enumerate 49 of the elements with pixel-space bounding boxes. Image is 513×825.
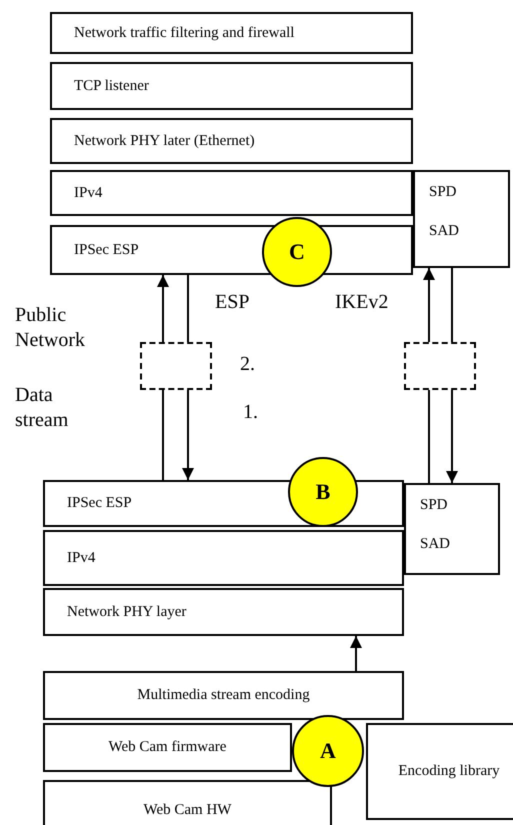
layer-label: Web Cam firmware bbox=[108, 739, 226, 756]
table-box bbox=[404, 483, 500, 575]
arrow bbox=[157, 275, 169, 342]
connector-line bbox=[428, 390, 430, 483]
layer-box bbox=[50, 170, 413, 216]
circle-letter: A bbox=[320, 738, 336, 764]
layer-label: IPSec ESP bbox=[74, 242, 139, 258]
layer-label: TCP listener bbox=[74, 78, 149, 94]
circle-letter: C bbox=[289, 239, 305, 265]
layer-label: IPv4 bbox=[67, 550, 96, 566]
layer-label: Encoding library bbox=[398, 763, 500, 780]
table-label: SAD bbox=[420, 536, 450, 553]
connector-line bbox=[451, 268, 453, 342]
layer-box bbox=[366, 723, 513, 820]
layer-label: IPv4 bbox=[74, 184, 102, 202]
circle-letter: B bbox=[316, 479, 330, 505]
dashed-box bbox=[404, 342, 476, 390]
network-label: Public Network bbox=[15, 303, 86, 353]
layer-box bbox=[43, 530, 404, 586]
table-box bbox=[413, 170, 510, 268]
table-label: SAD bbox=[429, 223, 460, 240]
protocol-label: ESP bbox=[215, 290, 250, 315]
arrow bbox=[350, 636, 362, 671]
layer-label: Multimedia stream encoding bbox=[137, 687, 310, 704]
table-label: SPD bbox=[420, 497, 448, 514]
layer-box bbox=[50, 62, 413, 110]
layer-box bbox=[43, 780, 332, 825]
protocol-label: IKEv2 bbox=[335, 290, 388, 315]
marker-circle bbox=[292, 715, 364, 787]
layer-label: Network PHY later (Ethernet) bbox=[74, 132, 255, 150]
layer-label: IPSec ESP bbox=[67, 495, 132, 512]
layer-label: Web Cam HW bbox=[144, 802, 232, 818]
dashed-box bbox=[140, 342, 212, 390]
layer-box bbox=[43, 588, 404, 636]
connector-line bbox=[187, 275, 189, 342]
step-number: 1. bbox=[243, 400, 258, 425]
arrow bbox=[446, 390, 458, 483]
layer-box bbox=[43, 723, 292, 772]
layer-label: Network PHY layer bbox=[67, 604, 186, 620]
layer-box bbox=[50, 118, 413, 164]
arrow bbox=[423, 268, 435, 342]
stream-label: Data stream bbox=[15, 383, 70, 433]
arrow bbox=[182, 390, 194, 480]
layer-box bbox=[50, 12, 413, 54]
connector-line bbox=[162, 390, 164, 480]
layer-label: Network traffic filtering and firewall bbox=[74, 24, 294, 42]
table-label: SPD bbox=[429, 184, 457, 201]
layer-box bbox=[43, 671, 404, 720]
step-number: 2. bbox=[240, 352, 255, 377]
